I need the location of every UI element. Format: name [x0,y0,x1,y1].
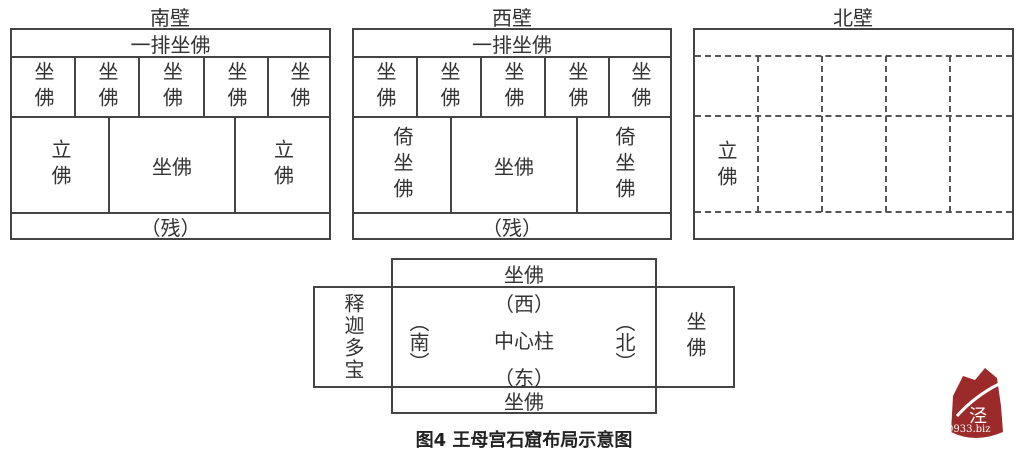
west-row-seated-buddhas: 一排坐佛 [352,28,672,58]
north-dashed-line [757,56,759,212]
plan-west-label: （西） [494,292,554,316]
north-wall-frame [693,28,1014,240]
south-row-seated-buddhas: 一排坐佛 [10,28,331,58]
north-dashed-line [949,56,951,212]
west-cell: 坐佛 [352,56,418,118]
north-dashed-line [695,115,1012,117]
plan-top-seated: 坐佛 [391,258,657,288]
plan-south-label: （南） [406,312,430,372]
west-cell: 坐佛 [416,56,482,118]
south-left-standing: 立佛 [10,116,110,214]
north-dashed-line [885,56,887,212]
svg-text:泾: 泾 [969,406,987,427]
west-wall-title: 西壁 [492,6,532,30]
svg-text:0933.biz: 0933.biz [947,424,991,435]
figure-caption: 图4 王母宫石窟布局示意图 [415,430,633,451]
plan-central-pillar: 中心柱 [494,329,554,353]
south-center-seated: 坐佛 [108,116,236,214]
north-dashed-line [695,211,1012,213]
north-dashed-line [821,56,823,212]
south-cell: 坐佛 [267,56,331,118]
plan-left-shakyamuni-prabhutaratna: 释迦多宝 [313,286,393,388]
west-cell: 坐佛 [608,56,672,118]
north-dashed-line [695,55,1012,57]
south-wall-title: 南壁 [150,6,190,30]
west-left-seated: 倚坐佛 [352,116,452,214]
plan-north-label: （北） [612,312,636,372]
west-right-seated: 倚坐佛 [576,116,672,214]
west-center-seated: 坐佛 [450,116,578,214]
south-cell: 坐佛 [10,56,76,118]
south-cell: 坐佛 [138,56,205,118]
plan-bottom-seated: 坐佛 [391,386,657,414]
west-damaged: （残） [352,212,672,240]
watermark-logo: 泾 0933.biz [945,366,1007,442]
west-cell: 坐佛 [544,56,610,118]
plan-east-label: （东） [494,366,554,390]
north-wall-title: 北壁 [833,6,873,30]
north-standing-buddha: 立佛 [714,140,738,192]
south-cell: 坐佛 [74,56,140,118]
south-cell: 坐佛 [203,56,269,118]
south-damaged: （残） [10,212,331,240]
west-cell: 坐佛 [480,56,546,118]
plan-right-seated: 坐佛 [655,286,735,388]
south-right-standing: 立佛 [234,116,331,214]
